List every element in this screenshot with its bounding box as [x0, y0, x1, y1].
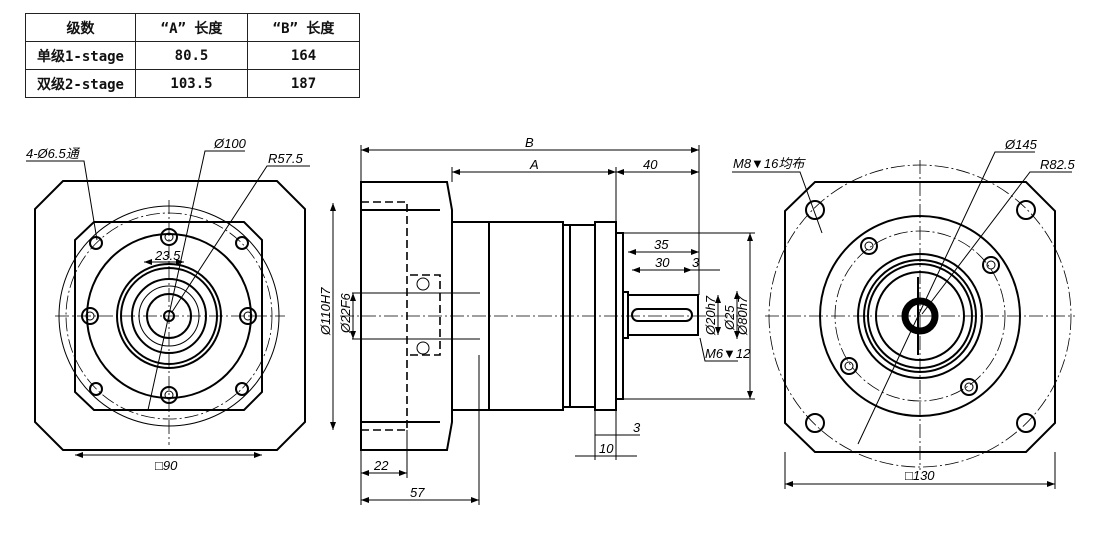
keyway [631, 308, 693, 322]
len30-dim: 30 [655, 255, 670, 270]
right-end-view: M8▼16均布 Ø145 R82.5 □130 [732, 137, 1075, 489]
len10-dim: 10 [599, 441, 614, 456]
pcd-label: Ø145 [1004, 137, 1038, 152]
table-row: 单级1-stage 80.5 164 [25, 41, 360, 70]
len57-dim: 57 [410, 485, 425, 500]
len22-dim: 22 [373, 458, 389, 473]
len40-dim: 40 [643, 157, 658, 172]
gearbox-flange [74, 221, 263, 411]
square-label: □90 [155, 458, 178, 473]
len3-bottom-dim: 3 [633, 420, 641, 435]
flange-holes [805, 200, 1036, 433]
thread-dim: M6▼12 [705, 346, 751, 361]
cell-a: 103.5 [135, 69, 248, 98]
spigot-dim: Ø80h7 [735, 295, 750, 336]
output-flange-outline [784, 181, 1056, 453]
side-view: B A 40 35 30 3 Ø110H7 Ø22F6 Ø20h7 Ø25 Ø8… [318, 135, 755, 505]
holes-label: 4-Ø6.5通 [26, 146, 81, 161]
cell-b: 164 [247, 41, 360, 70]
cell-b: 187 [247, 69, 360, 98]
cell-stage: 双级2-stage [25, 69, 136, 98]
shoulder-dim: Ø25 [722, 305, 737, 331]
cell-stage: 单级1-stage [25, 41, 136, 70]
radius-label: R57.5 [268, 151, 303, 166]
left-end-view: 4-Ø6.5通 Ø100 R57.5 23.5 □90 [26, 136, 310, 473]
table-header-row: 级数 “A” 长度 “B” 长度 [25, 13, 360, 42]
len3-top-dim: 3 [692, 255, 700, 270]
pcd-label: Ø100 [213, 136, 247, 151]
output-shaft [627, 294, 699, 336]
header-a-length: “A” 长度 [135, 13, 248, 42]
header-stage: 级数 [25, 13, 136, 42]
bore-dim: Ø22F6 [338, 292, 353, 334]
motor-flange-outline [34, 180, 306, 451]
A-dim: A [529, 157, 539, 172]
radius-label: R82.5 [1040, 157, 1075, 172]
key-label: 23.5 [154, 248, 181, 263]
B-dim: B [525, 135, 534, 150]
pilot-dim: Ø110H7 [318, 287, 333, 336]
thread-label: M8▼16均布 [733, 156, 806, 171]
square-label: □130 [905, 468, 935, 483]
table-row: 双级2-stage 103.5 187 [25, 69, 360, 98]
stage-length-table: 级数 “A” 长度 “B” 长度 单级1-stage 80.5 164 双级2-… [25, 13, 360, 98]
shaft-dim: Ø20h7 [703, 295, 718, 336]
len35-dim: 35 [654, 237, 669, 252]
